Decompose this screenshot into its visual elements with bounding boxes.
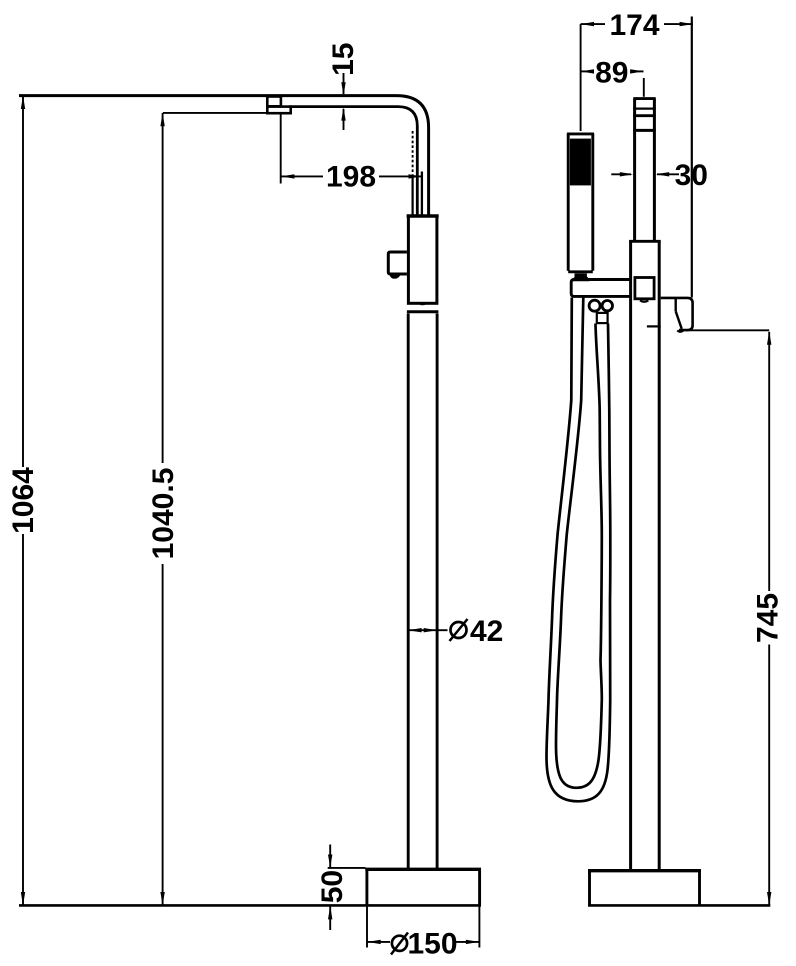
svg-text:745: 745 <box>751 593 784 643</box>
svg-text:174: 174 <box>609 9 659 42</box>
svg-text:89: 89 <box>595 56 628 89</box>
svg-text:150: 150 <box>408 928 458 961</box>
svg-text:30: 30 <box>675 159 708 192</box>
svg-text:42: 42 <box>470 615 503 648</box>
svg-text:198: 198 <box>326 161 376 194</box>
svg-text:1040.5: 1040.5 <box>147 468 180 560</box>
svg-text:1064: 1064 <box>7 467 40 534</box>
svg-text:50: 50 <box>316 870 349 903</box>
svg-text:15: 15 <box>327 43 360 76</box>
